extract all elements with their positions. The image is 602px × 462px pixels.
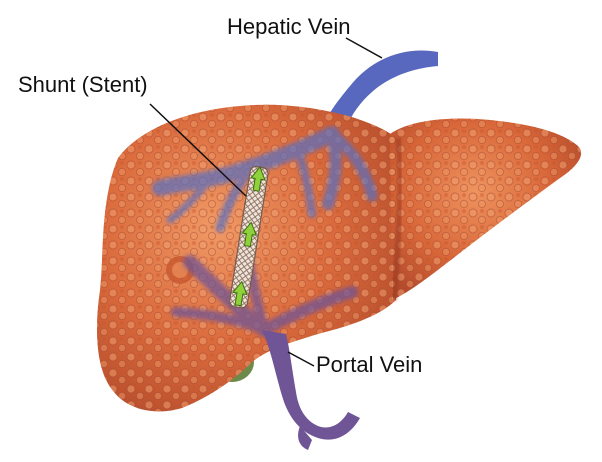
hepatic-vein-trunk (322, 50, 438, 138)
shunt-leader (149, 103, 247, 197)
hepatic-vein-label: Hepatic Vein (227, 14, 351, 39)
shunt-stent (229, 165, 269, 309)
portal-vein-trunk (262, 330, 360, 440)
portal-vein-label: Portal Vein (316, 352, 422, 377)
up-arrow-icon (250, 166, 266, 192)
shunt-label: Shunt (Stent) (18, 72, 148, 97)
portal-vein-leader (287, 351, 315, 367)
up-arrow-icon (241, 221, 257, 248)
hepatic-vein-leader (345, 37, 383, 59)
up-arrow-icon (232, 280, 248, 307)
hepatic-vein-branches (152, 126, 378, 233)
